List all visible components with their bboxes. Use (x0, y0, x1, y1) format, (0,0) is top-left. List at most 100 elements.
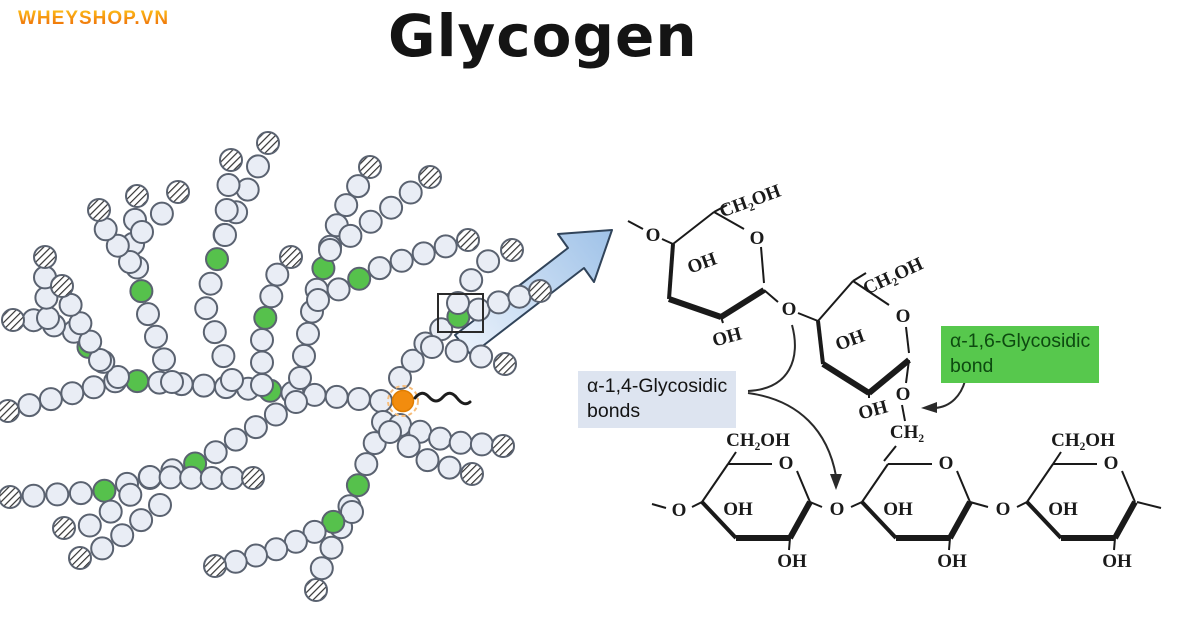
bond-line (796, 470, 811, 503)
glucose-bead (476, 249, 501, 274)
glucose-bead (346, 174, 371, 199)
glucose-bead (110, 523, 135, 548)
bond-line (1025, 500, 1063, 540)
bond-line (905, 326, 910, 354)
glucose-bead (296, 321, 320, 346)
glucose-bead (191, 373, 216, 398)
glucose-bead (318, 238, 342, 262)
ch2oh-label: CH₂OH (717, 181, 784, 223)
glucose-ring-bottom-2: CH₂ O OH OH (860, 422, 973, 572)
glucose-bead (220, 368, 244, 392)
branch-point-bead (129, 279, 154, 304)
nonreducing-end-bead (493, 352, 517, 376)
bond-line (672, 211, 715, 245)
bond-line (701, 463, 729, 503)
glucose-bead (415, 448, 440, 473)
glucose-bead (338, 223, 363, 248)
glucose-bead (346, 387, 371, 411)
reducing-end-bead (391, 389, 415, 413)
glucose-bead (203, 440, 228, 465)
glucose-bead (284, 390, 308, 414)
glucose-bead (118, 482, 143, 507)
glucose-bead (486, 290, 511, 315)
bond-line (720, 316, 724, 324)
bond-line (651, 503, 667, 509)
glucose-bead (334, 193, 359, 218)
glucose-bead (319, 535, 344, 560)
glucose-bead (469, 344, 494, 369)
glucose-bead (214, 198, 239, 222)
glucose-bead (68, 481, 93, 506)
glucose-bead (437, 455, 462, 480)
alpha16-arrowhead (921, 402, 937, 413)
glucose-bead (259, 284, 284, 309)
glucose-bead (309, 556, 334, 581)
bond-line (787, 500, 813, 540)
bond-line (850, 501, 863, 508)
glucose-bead (81, 375, 106, 400)
bond-line (797, 312, 819, 322)
reducing-end-halo (387, 385, 419, 417)
glucose-bead (118, 250, 142, 274)
hydroxyl-label: OH (777, 551, 807, 572)
branch-point-bead (253, 305, 278, 330)
glucose-bead (283, 529, 308, 554)
glucose-ring-top-left: O CH₂OH O OH OH (627, 181, 784, 351)
alpha-1-6-glycosidic-label: α-1,6-Glycosidic bond (941, 326, 1100, 383)
glucose-bead (446, 291, 470, 315)
alpha-1-6-label-line1: α-1,6-Glycosidic (950, 330, 1091, 352)
glucose-bead (138, 465, 162, 489)
branch-point-bead (345, 473, 370, 498)
nonreducing-end-bead (256, 131, 280, 155)
glucose-bead (428, 426, 453, 451)
glucose-bead (379, 195, 404, 220)
bond-line (860, 500, 898, 540)
bond-line (1016, 501, 1028, 508)
glucose-bead (400, 348, 425, 373)
bond-line (788, 537, 791, 551)
glucose-bead (106, 365, 130, 389)
glycosidic-oxygen-label: O (896, 384, 911, 405)
glucose-bead (129, 508, 154, 533)
bond-line (1052, 451, 1062, 465)
glucose-bead (77, 513, 102, 538)
bond-line (713, 204, 728, 213)
glucose-bead (17, 393, 42, 418)
alpha-1-4-glycosidic-label: α-1,4-Glycosidic bonds (578, 371, 737, 428)
glucose-bead (78, 329, 103, 354)
nonreducing-end-bead (50, 274, 74, 298)
ch2oh-label: CH₂OH (726, 430, 790, 451)
alpha-1-6-label-line2: bond (950, 355, 994, 378)
alpha-1-4-label-line1: α-1,4-Glycosidic (587, 375, 728, 397)
nonreducing-end-bead (203, 554, 227, 578)
left-oxygen-label: O (646, 225, 661, 246)
bond-line (852, 272, 867, 282)
bond-line (667, 243, 675, 300)
bond-line (809, 501, 823, 508)
nonreducing-end-bead (304, 578, 328, 602)
hydroxyl-label: OH (833, 325, 868, 355)
bond-line (1121, 470, 1136, 503)
glucose-bead (88, 348, 112, 372)
glucose-bead (306, 288, 330, 312)
glucose-bead (98, 499, 123, 524)
nonreducing-end-bead (166, 180, 190, 204)
glucose-bead (265, 262, 290, 287)
reducing-end (387, 385, 472, 417)
alpha-1-4-label-line2: bonds (587, 400, 641, 423)
glucose-bead (288, 366, 312, 390)
bond-line (901, 404, 906, 422)
glucose-bead (469, 432, 494, 457)
glucose-bead (420, 335, 444, 359)
bond-line (700, 500, 738, 540)
glucose-bead (302, 519, 327, 544)
bond-line (948, 537, 951, 551)
nonreducing-end-bead (87, 198, 111, 222)
glucose-bead (340, 500, 364, 524)
hydroxyl-label: OH (856, 396, 890, 424)
glucose-bead (130, 220, 154, 244)
highlight-box (437, 293, 484, 333)
glucose-bead (358, 209, 383, 234)
bond-line (821, 361, 871, 396)
